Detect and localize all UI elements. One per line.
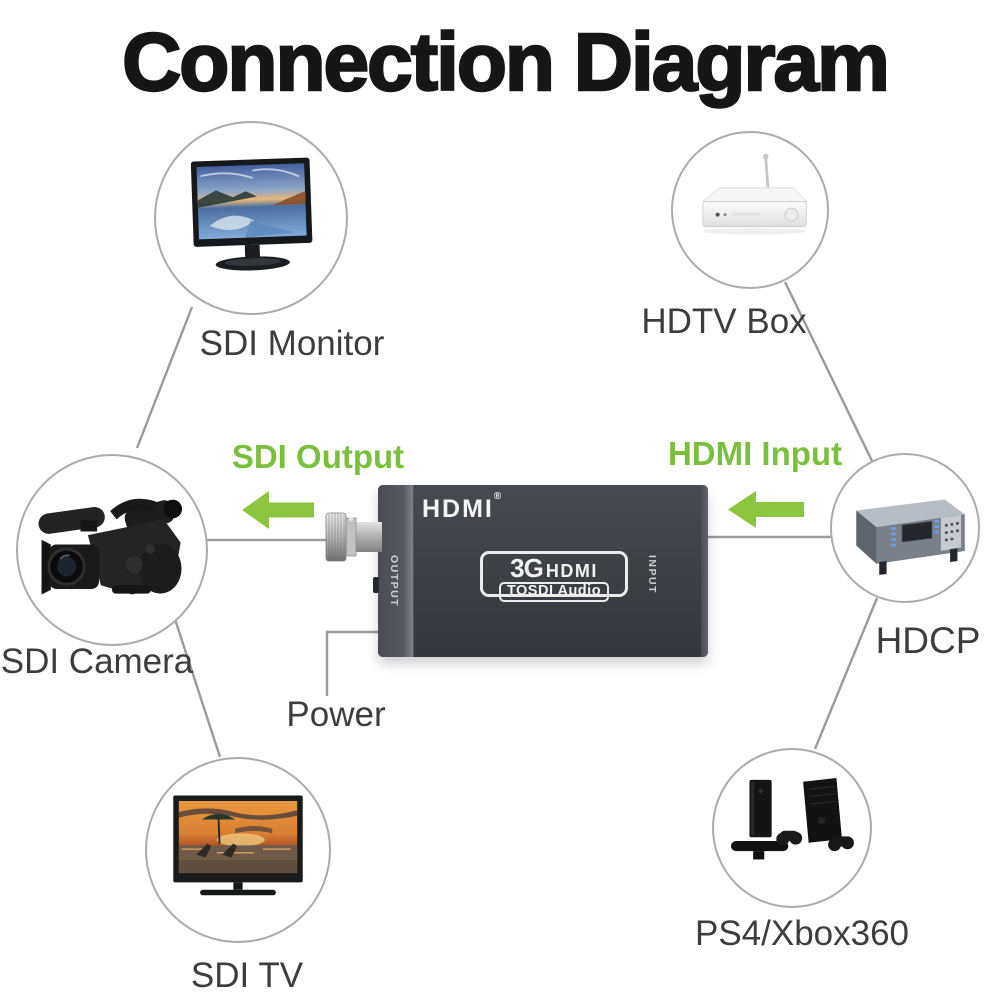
node-sdi-monitor — [154, 121, 348, 315]
node-sdi-camera — [16, 454, 208, 646]
page-title: Connection Diagram — [121, 16, 891, 109]
label-sdi-monitor: SDI Monitor — [199, 324, 385, 363]
node-hdcp — [830, 453, 980, 603]
label-ps4-xbox360: PS4/Xbox360 — [694, 914, 910, 953]
badge-subtitle: TOSDI Audio — [498, 582, 610, 602]
line-hdtv-hdcp — [783, 281, 875, 464]
label-hdmi-input: HDMI Input — [667, 435, 843, 472]
node-hdtv-box — [671, 131, 829, 289]
node-ps4-xbox360 — [712, 748, 872, 908]
output-port-label: OUTPUT — [388, 555, 400, 608]
hdmi-input-arrow-icon — [728, 491, 804, 528]
label-sdi-tv: SDI TV — [190, 956, 304, 995]
brand-text: HDMI — [422, 495, 494, 523]
hdcp-image — [856, 499, 965, 575]
label-sdi-output: SDI Output — [231, 438, 405, 475]
label-power: Power — [286, 695, 386, 734]
label-sdi-camera: SDI Camera — [0, 642, 194, 681]
sdi-output-arrow-icon — [242, 491, 314, 529]
label-hdtv-box: HDTV Box — [641, 302, 807, 341]
node-sdi-tv — [145, 757, 331, 943]
badge-hdmi-text: HDMI — [545, 561, 598, 581]
line-camera-tv — [171, 612, 222, 758]
ps4-xbox360-image — [730, 778, 854, 860]
device-3g-badge: 3G HDMI TOSDI Audio — [480, 551, 628, 602]
device-brand-logo: HDMI® — [422, 491, 501, 524]
brand-registered-mark: ® — [493, 491, 502, 502]
badge-row1: 3G HDMI — [510, 555, 598, 581]
line-hdcp-ps4 — [813, 597, 879, 750]
hdtv-box-image — [701, 153, 808, 235]
sdi-monitor-image — [190, 157, 313, 271]
badge-3g-text: 3G — [510, 553, 544, 583]
label-hdcp: HDCP — [875, 620, 981, 661]
converter-device: HDMI® 3G HDMI TOSDI Audio OUTPUT INPUT — [325, 485, 708, 657]
input-port-label: INPUT — [646, 555, 658, 594]
line-monitor-camera — [135, 306, 194, 449]
bnc-connector — [325, 512, 382, 562]
device-left-endcap — [378, 485, 414, 657]
sdi-camera-image — [38, 498, 183, 595]
device-right-endcap — [701, 485, 708, 657]
sdi-tv-image — [173, 795, 303, 896]
line-power — [325, 630, 380, 696]
power-port — [373, 577, 379, 593]
